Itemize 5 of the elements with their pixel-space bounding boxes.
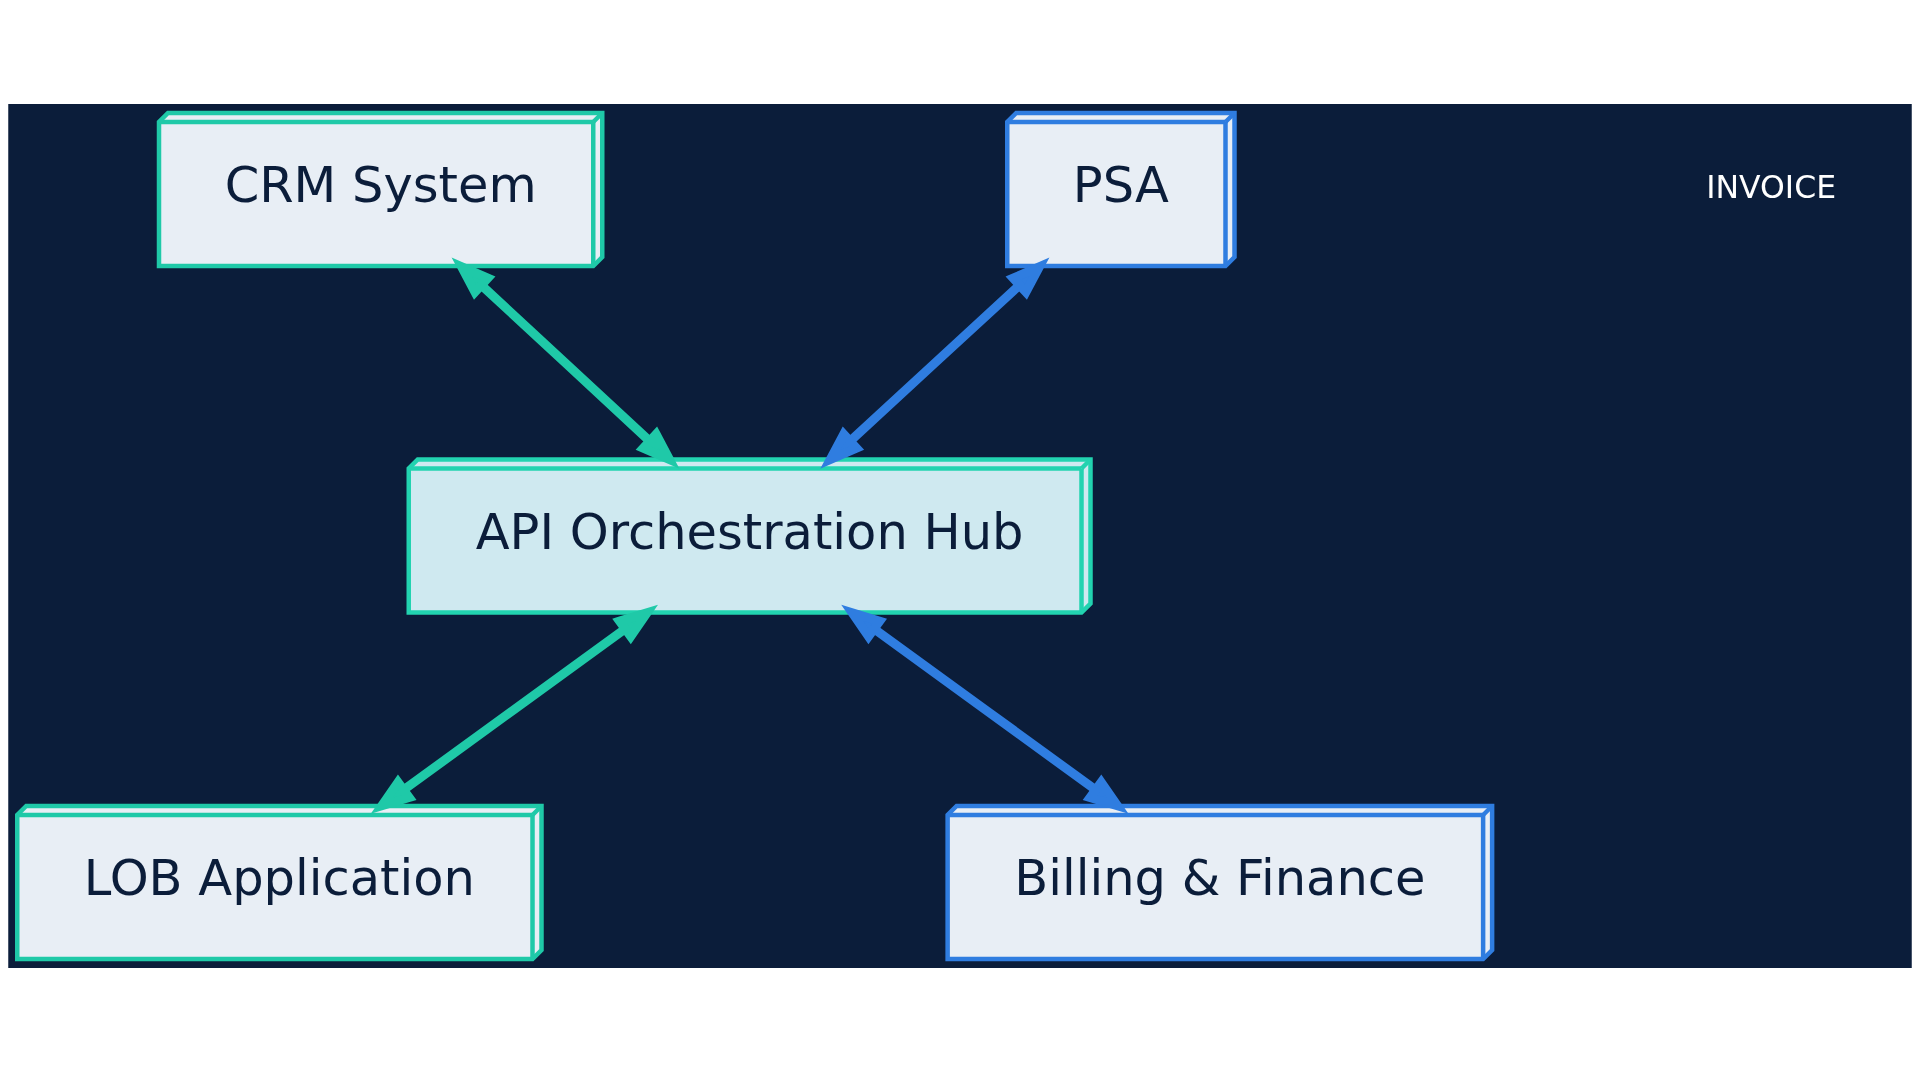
arrow bbox=[841, 604, 1129, 814]
arrow bbox=[820, 257, 1050, 469]
label: INVOICE bbox=[1706, 168, 1837, 205]
arrow bbox=[451, 257, 680, 469]
arrow bbox=[370, 604, 658, 814]
